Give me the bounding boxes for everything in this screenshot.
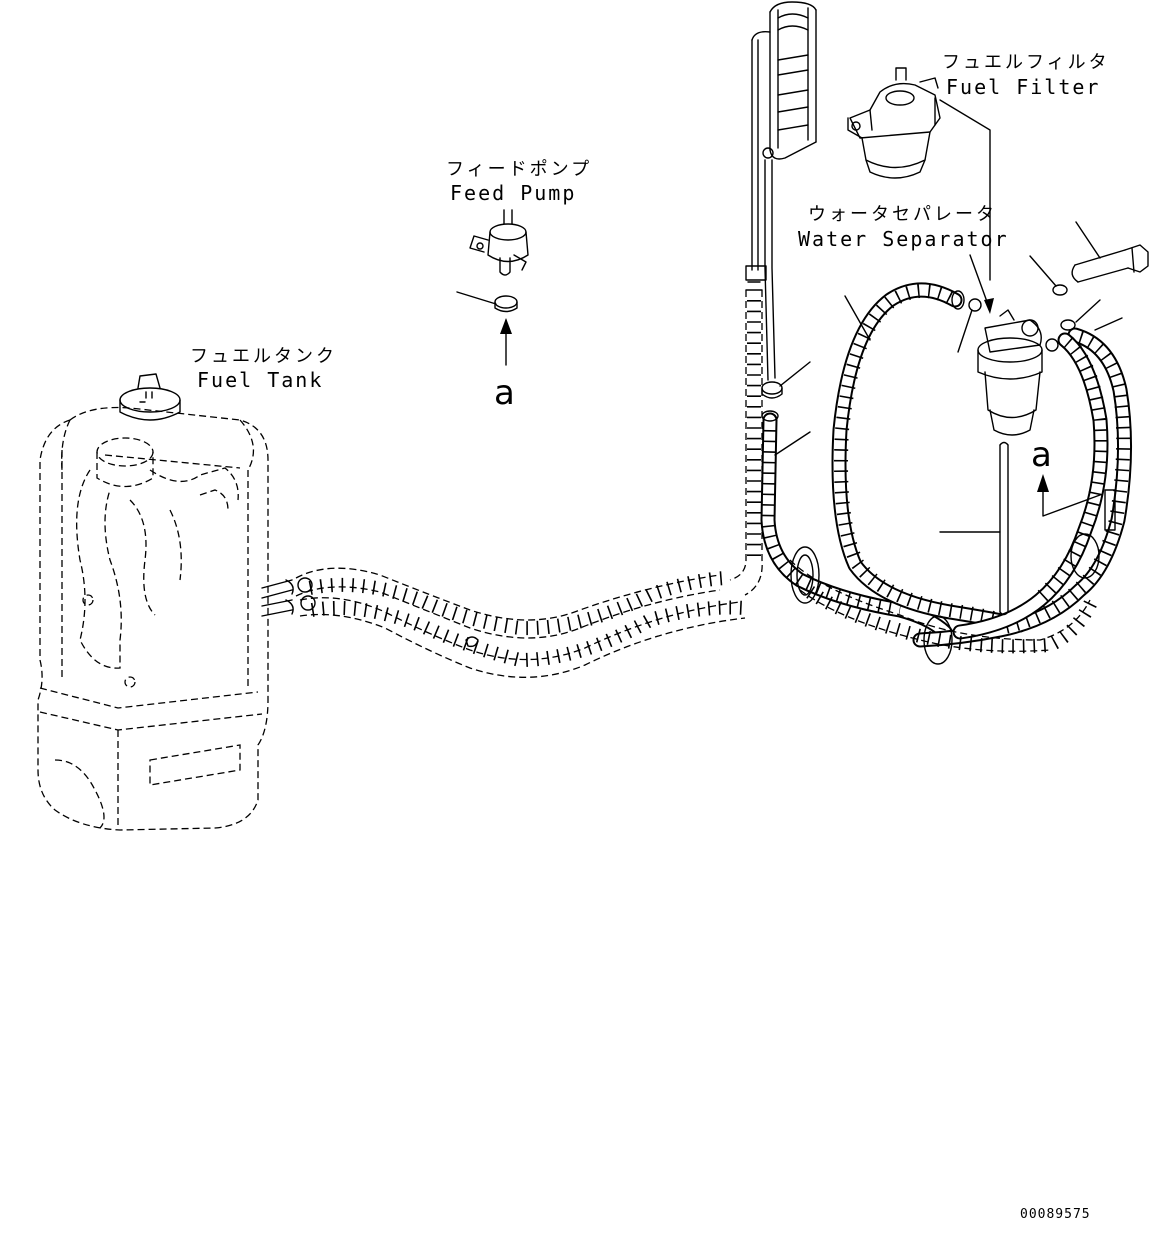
feed-pump-jp-label: フィードポンプ [446,159,592,180]
fuel-level-sender-icon [119,373,181,421]
callout-leaders [939,99,994,314]
fuel-filter [847,67,941,179]
feed-pump [469,209,529,276]
drawing-number: 00089575 [1020,1207,1091,1222]
feed-pump-fitting [456,291,518,313]
label-feed-pump: フィードポンプ Feed Pump [446,159,592,205]
tank-fuel-hoses [295,567,746,678]
label-fuel-filter: フュエルフィルタ Fuel Filter [942,52,1110,99]
water-separator [957,298,1059,436]
label-fuel-tank: フュエルタンク Fuel Tank [190,346,337,392]
fuel-tank-jp-label: フュエルタンク [190,346,337,367]
water-separator-en-label: Water Separator [798,227,1009,251]
separator-fuel-hoses [760,282,1133,665]
fuel-filter-en-label: Fuel Filter [946,75,1100,99]
view-arrow-icon [500,318,512,366]
fuel-tank [37,373,294,831]
fuel-tank-en-label: Fuel Tank [197,368,323,392]
fuel-filter-jp-label: フュエルフィルタ [942,52,1110,73]
view-marker-a-pump: a [494,373,515,413]
water-separator-jp-label: ウォータセパレータ [808,204,997,225]
bolt-and-washers [1029,221,1149,331]
view-arrow-icon [1037,474,1101,517]
feed-pump-en-label: Feed Pump [450,181,576,205]
label-water-separator: ウォータセパレータ Water Separator [798,204,1009,251]
hose-clamp-icon [761,381,783,399]
fuel-cooler-and-riser [729,1,817,596]
view-marker-a-separator: a [1031,435,1052,475]
